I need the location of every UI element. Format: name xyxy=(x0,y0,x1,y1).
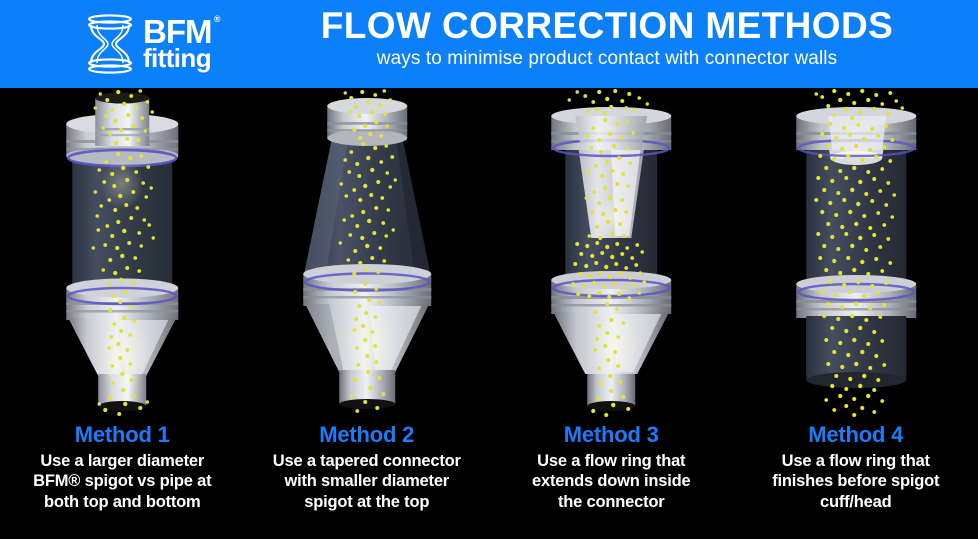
desc-line: Use a tapered connector xyxy=(272,452,461,471)
particle-stream-2 xyxy=(338,89,397,413)
brand-wordmark: BFM ® fitting xyxy=(143,14,220,74)
method-4-caption: Method 4 Use a flow ring that finishes b… xyxy=(734,422,978,512)
desc-line: with smaller diameter xyxy=(284,472,450,491)
registered-mark: ® xyxy=(213,13,221,24)
method-4-label: Method 4 xyxy=(808,422,904,447)
brand-logo: BFM ® fitting xyxy=(84,13,220,75)
desc-line: cuff/head xyxy=(819,492,892,511)
methods-columns: Method 1 Use a larger diameter BFM® spig… xyxy=(0,88,978,539)
desc-line: Use a larger diameter xyxy=(40,452,205,471)
brand-name: BFM xyxy=(143,12,212,50)
method-2-description: Use a tapered connector with smaller dia… xyxy=(253,451,482,511)
method-4-description: Use a flow ring that finishes before spi… xyxy=(742,451,971,511)
brand-sub: fitting xyxy=(143,43,212,74)
method-1-illustration xyxy=(0,88,245,418)
method-3-caption: Method 3 Use a flow ring that extends do… xyxy=(489,422,734,512)
method-3-description: Use a flow ring that extends down inside… xyxy=(497,451,726,511)
bfm-connector-logo-icon xyxy=(84,13,136,75)
particle-stream-3 xyxy=(567,89,649,417)
desc-line: finishes before spigot xyxy=(772,472,940,491)
method-1-caption: Method 1 Use a larger diameter BFM® spig… xyxy=(0,422,245,512)
method-3-illustration xyxy=(489,88,734,418)
desc-line: Use a flow ring that xyxy=(781,452,930,471)
method-column-4: Method 4 Use a flow ring that finishes b… xyxy=(734,88,978,539)
page-subtitle: ways to minimise product contact with co… xyxy=(376,47,838,69)
header-title-block: FLOW CORRECTION METHODS ways to minimise… xyxy=(236,5,978,70)
page-title: FLOW CORRECTION METHODS xyxy=(320,5,894,46)
method-2-caption: Method 2 Use a tapered connector with sm… xyxy=(245,422,490,512)
method-column-3: Method 3 Use a flow ring that extends do… xyxy=(489,88,734,539)
particle-stream-4 xyxy=(813,88,904,417)
method-1-label: Method 1 xyxy=(74,422,170,447)
page-header: BFM ® fitting FLOW CORRECTION METHODS wa… xyxy=(0,0,978,88)
method-column-2: Method 2 Use a tapered connector with sm… xyxy=(245,88,490,539)
particle-stream-1 xyxy=(91,89,155,416)
desc-line: the connector xyxy=(558,492,665,511)
method-2-illustration xyxy=(245,88,490,418)
desc-line: both top and bottom xyxy=(43,492,201,511)
method-4-illustration xyxy=(734,88,978,418)
desc-line: Use a flow ring that xyxy=(537,452,686,471)
methods-stage: Method 1 Use a larger diameter BFM® spig… xyxy=(0,88,978,539)
method-column-1: Method 1 Use a larger diameter BFM® spig… xyxy=(0,88,245,539)
method-2-label: Method 2 xyxy=(319,422,415,447)
desc-line: BFM® spigot vs pipe at xyxy=(33,472,212,491)
desc-line: extends down inside xyxy=(532,472,691,491)
method-3-label: Method 3 xyxy=(563,422,659,447)
method-1-description: Use a larger diameter BFM® spigot vs pip… xyxy=(8,451,237,511)
desc-line: spigot at the top xyxy=(304,492,430,511)
